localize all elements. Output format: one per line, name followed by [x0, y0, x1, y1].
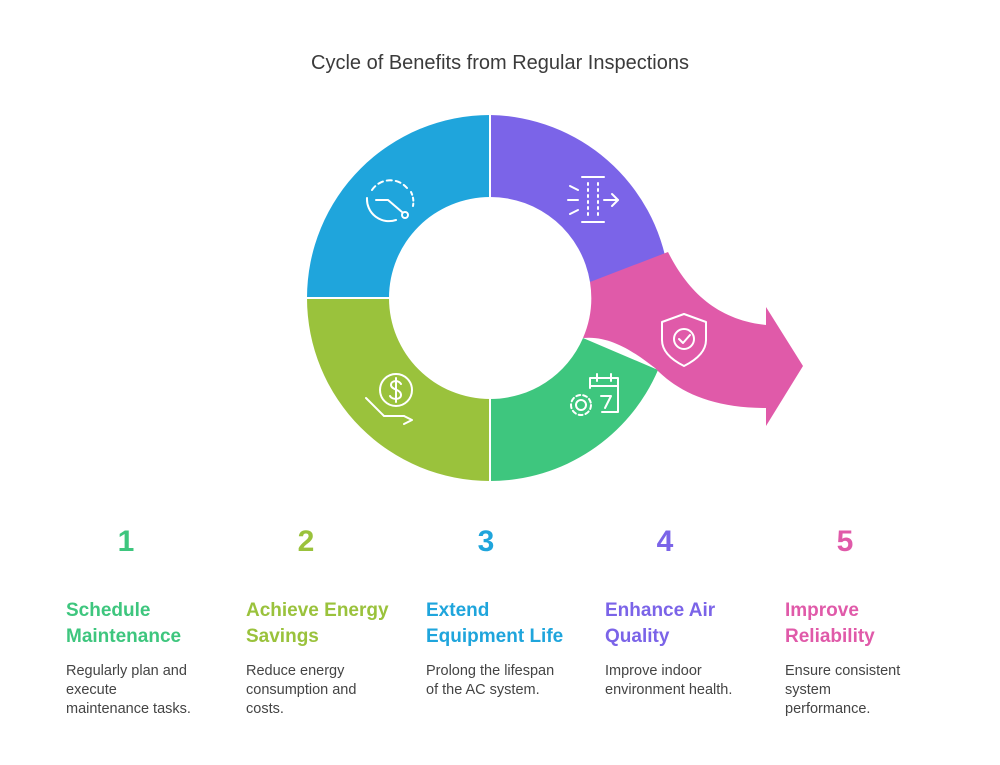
step-energy-savings: 2 Achieve Energy Savings Reduce energy c… [246, 522, 416, 719]
step-description: Regularly plan and execute maintenance t… [66, 662, 236, 719]
desc-line: Ensure consistent [785, 663, 901, 679]
heading-line: Equipment Life [426, 626, 564, 647]
heading-line: Reliability [785, 626, 875, 647]
step-heading: Achieve Energy Savings [246, 598, 416, 650]
segment-schedule-maintenance [307, 115, 490, 298]
desc-line: environment health. [605, 682, 733, 698]
heading-line: Improve [785, 600, 859, 621]
desc-line: costs. [246, 701, 284, 717]
heading-line: Savings [246, 626, 319, 647]
step-improve-reliability: 5 Improve Reliability Ensure consistent … [785, 522, 955, 719]
diagram-title: Cycle of Benefits from Regular Inspectio… [311, 52, 689, 74]
desc-line: consumption and [246, 682, 357, 698]
desc-line: of the AC system. [426, 682, 540, 698]
shield-check-icon [661, 313, 707, 367]
heading-line: Quality [605, 626, 670, 647]
step-extend-equipment-life: 3 Extend Equipment Life Prolong the life… [426, 522, 596, 700]
segment-extend-equipment-life [490, 338, 658, 481]
step-number: 4 [656, 525, 674, 558]
desc-line: Prolong the lifespan [426, 663, 555, 679]
desc-line: Regularly plan and [66, 663, 187, 679]
step-number: 1 [117, 525, 135, 558]
step-description: Improve indoor environment health. [605, 662, 775, 700]
heading-line: Enhance Air [605, 600, 716, 621]
heading-line: Schedule [66, 600, 151, 621]
step-heading: Schedule Maintenance [66, 598, 236, 650]
heading-line: Maintenance [66, 626, 182, 647]
segment-dividers [305, 113, 491, 483]
desc-line: execute [66, 682, 117, 698]
step-number: 5 [836, 525, 854, 558]
dollar-down-icon [365, 373, 413, 425]
desc-line: Improve indoor [605, 663, 702, 679]
air-filter-icon [567, 176, 619, 223]
step-number: 2 [297, 525, 315, 558]
step-description: Prolong the lifespan of the AC system. [426, 662, 596, 700]
step-heading: Extend Equipment Life [426, 598, 596, 650]
step-heading: Improve Reliability [785, 598, 955, 650]
desc-line: maintenance tasks. [66, 701, 191, 717]
segment-air-quality [490, 115, 668, 282]
heading-line: Extend [426, 600, 490, 621]
step-number: 3 [477, 525, 495, 558]
desc-line: system [785, 682, 831, 698]
calendar-gear-icon [570, 373, 619, 416]
step-description: Ensure consistent system performance. [785, 662, 955, 719]
cycle-diagram [305, 113, 803, 483]
desc-line: Reduce energy [246, 663, 345, 679]
heading-line: Achieve Energy [246, 600, 389, 621]
step-heading: Enhance Air Quality [605, 598, 775, 650]
step-schedule-maintenance: 1 Schedule Maintenance Regularly plan an… [66, 522, 236, 719]
clock-gauge-icon [365, 179, 415, 223]
step-description: Reduce energy consumption and costs. [246, 662, 416, 719]
segment-energy-savings [307, 298, 490, 481]
step-air-quality: 4 Enhance Air Quality Improve indoor env… [605, 522, 775, 700]
desc-line: performance. [785, 701, 871, 717]
